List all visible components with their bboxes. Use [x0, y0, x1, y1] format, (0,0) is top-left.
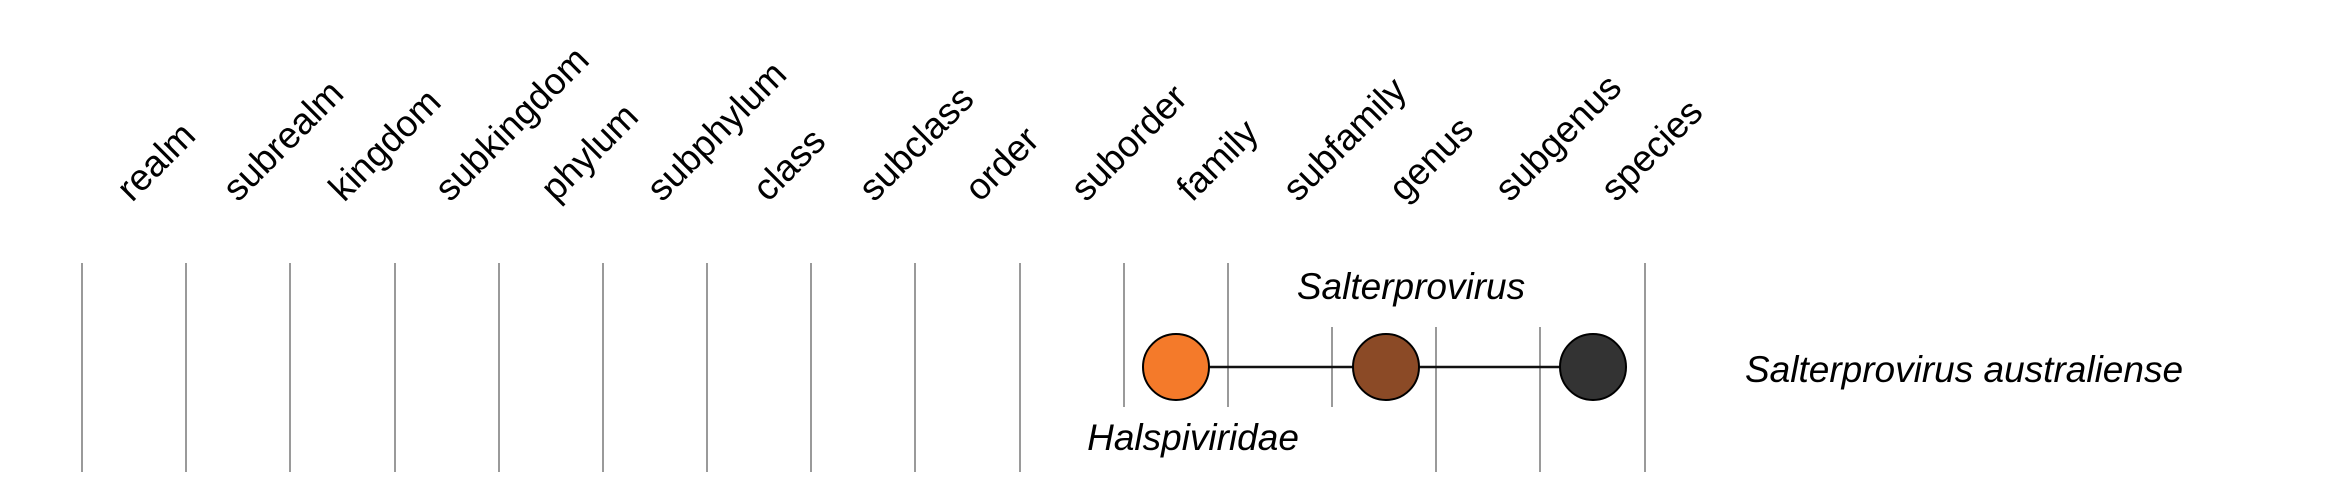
taxon-label-family: Halspiviridae	[1087, 417, 1299, 458]
taxon-label-species: Salterprovirus australiense	[1745, 349, 2183, 390]
rank-grid-lines	[81, 263, 1646, 472]
rank-label-genus: genus	[1381, 108, 1481, 208]
node-genus-salterprovirus[interactable]	[1352, 333, 1420, 401]
taxon-labels: Halspiviridae Salterprovirus Salterprovi…	[1087, 266, 2183, 458]
taxon-label-genus: Salterprovirus	[1297, 266, 1525, 307]
rank-label-order: order	[957, 119, 1047, 209]
rank-label-family: family	[1169, 111, 1267, 209]
rank-label-subclass: subclass	[851, 78, 982, 209]
rank-labels: realm subrealm kingdom subkingdom phylum…	[109, 39, 1711, 209]
rank-label-class: class	[745, 120, 834, 209]
rank-label-suborder: suborder	[1063, 76, 1195, 208]
rank-label-realm: realm	[109, 114, 203, 208]
node-family-halspiviridae[interactable]	[1142, 333, 1210, 401]
node-species-salterprovirus-australiense[interactable]	[1559, 333, 1627, 401]
taxon-nodes	[1142, 333, 1627, 401]
